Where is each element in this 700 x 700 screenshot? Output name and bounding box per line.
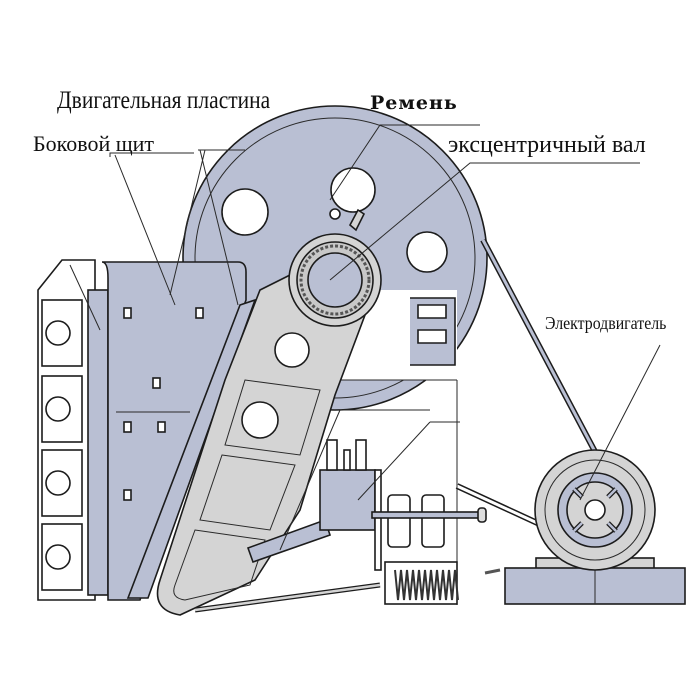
swing-jaw-hole <box>274 332 310 368</box>
leader-lines <box>69 124 661 551</box>
label-side-guard: Боковой щит <box>33 131 155 156</box>
label-belt: Ремень <box>370 92 458 114</box>
toggle-assembly <box>246 439 487 571</box>
flywheel-hole <box>406 231 448 273</box>
label-eccentric-shaft: эксцентричный вал <box>448 132 646 158</box>
electric-motor <box>504 449 686 605</box>
side-frame <box>37 259 109 601</box>
flywheel-hole <box>330 167 376 213</box>
label-motor-plate: Двигательная пластина <box>57 87 271 114</box>
tension-rod <box>371 511 483 519</box>
label-electric-motor: Электродвигатель <box>545 313 667 333</box>
jaw-plate <box>126 298 257 599</box>
swing-jaw-hole <box>241 401 279 439</box>
toggle-plate <box>246 518 332 564</box>
flywheel-hole <box>221 188 269 236</box>
spring <box>384 561 501 605</box>
eccentric-shaft <box>288 208 382 327</box>
side-guard <box>101 261 247 601</box>
